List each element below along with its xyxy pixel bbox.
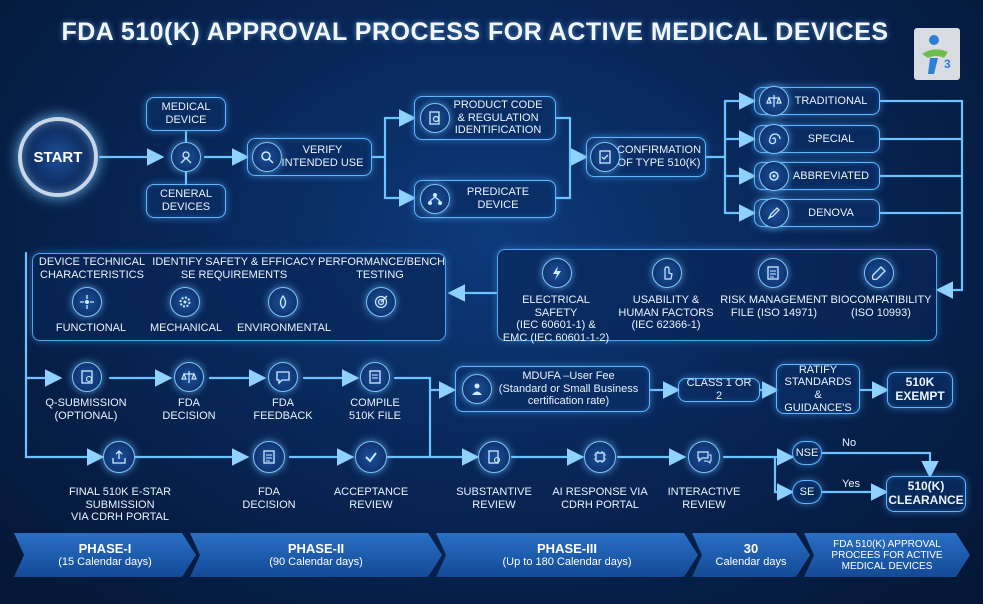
technical-characteristics-header: DEVICE TECHNICAL CHARACTERISTICS (38, 256, 146, 281)
ai-response-label: AI RESPONSE VIA CDRH PORTAL (552, 486, 648, 511)
compile-file-label: COMPILE 510k FILE (349, 397, 401, 422)
fda-feedback-label: FDA FEEDBACK (253, 397, 313, 422)
phase-3-name: PHASE-III (537, 540, 597, 556)
risk-document-icon (758, 258, 788, 288)
product-code-label: PRODUCT CODE & REGULATION IDENTIFICATION (453, 99, 543, 137)
no-label: No (842, 437, 857, 449)
se-node[interactable]: SE (792, 480, 822, 504)
phase-summary-banner: FDA 510(K) APPROVAL PROCEES FOR ACTIVE M… (804, 533, 970, 577)
mechanical-gear-icon (170, 287, 200, 317)
class-label: CLASS 1 OR 2 (686, 377, 752, 402)
nse-node[interactable]: NSE (792, 441, 822, 465)
phase-2-days: (90 Calendar days) (269, 555, 363, 568)
substantive-review-label: SUBSTANTIVE REVIEW (456, 486, 532, 511)
upload-inbox-icon (103, 441, 135, 473)
mdufa-label: MDUFA –User Fee (Standard or Small Busin… (498, 370, 639, 408)
phase-3-days: (Up to 180 Calendar days) (502, 555, 632, 568)
q-submission-label: Q-SUBMISSION (OPTIONAL) (45, 397, 127, 422)
verify-label: VERIFY INTENDED USE (281, 144, 364, 169)
fda-decision-label-1: FDA DECISION (162, 397, 216, 422)
phase-3-banner: PHASE-III (Up to 180 Calendar days) (436, 533, 698, 577)
phase-1-banner: PHASE-I (15 Calendar days) (14, 533, 196, 577)
compile-file-icon (360, 362, 390, 392)
test-tube-icon (864, 258, 894, 288)
functional-icon (72, 287, 102, 317)
decision-scales-icon (174, 362, 204, 392)
fda-decision-label-2: FDA DECISION (242, 486, 296, 511)
type-denova-label: DENOVA (808, 206, 854, 219)
clearance-label: 510(K) CLEARANCE (888, 479, 964, 507)
ai-chip-icon (584, 441, 616, 473)
scales-icon (759, 86, 789, 116)
phase-1-name: PHASE-I (78, 540, 132, 556)
clearance-box[interactable]: 510(K) CLEARANCE (886, 476, 966, 512)
lightning-icon (542, 258, 572, 288)
acceptance-review-label: ACCEPTANCE REVIEW (333, 486, 409, 511)
type-special-label: SPECIAL (807, 132, 855, 145)
feedback-chat-icon (268, 362, 298, 392)
ratify-standards-box[interactable]: RATIFY STANDARDS & GUIDANCE'S (776, 364, 860, 414)
user-fee-icon (462, 374, 492, 404)
confirmation-label: CONFIRMATION OF TYPE 510(K) (616, 144, 702, 169)
final-submission-label: FINAL 510k E-STAR SUBMISSION VIA CDRH PO… (68, 486, 172, 524)
hand-touch-icon (652, 258, 682, 288)
electrical-safety-label: ELECTRICAL SAFETY (IEC 60601-1) & EMC (I… (502, 294, 610, 344)
se-label: SE (799, 485, 815, 498)
ratify-label: RATIFY STANDARDS & GUIDANCE'S (784, 363, 852, 414)
decision-document-icon (253, 441, 285, 473)
phase-2-banner: PHASE-II (90 Calendar days) (190, 533, 442, 577)
device-hub-icon (171, 142, 201, 172)
medical-device-box[interactable]: MEDICAL DEVICE (146, 97, 226, 131)
phase-4-banner: 30 Calendar days (692, 533, 810, 577)
phase-summary-text: FDA 510(K) APPROVAL PROCEES FOR ACTIVE M… (831, 538, 943, 572)
checklist-icon (590, 142, 620, 172)
biocompatibility-label: BIOCOMPATIBILITY (ISO 10993) (830, 294, 932, 319)
standards-panel (497, 249, 937, 341)
company-logo: 3 (914, 28, 960, 80)
type-traditional-label: TRADITIONAL (794, 94, 868, 107)
nse-label: NSE (795, 446, 819, 459)
target-icon (366, 287, 396, 317)
spiral-icon (759, 124, 789, 154)
general-devices-label: CENERAL DEVICES (160, 188, 212, 213)
predicate-label: PREDICATE DEVICE (466, 186, 530, 211)
yes-label: Yes (842, 478, 860, 490)
start-label: START (33, 148, 83, 166)
checkmark-icon (355, 441, 387, 473)
interactive-chat-icon (688, 441, 720, 473)
class-box[interactable]: CLASS 1 OR 2 (678, 377, 760, 402)
general-devices-box[interactable]: CENERAL DEVICES (146, 184, 226, 218)
medical-device-label: MEDICAL DEVICE (161, 101, 211, 126)
review-document-icon (478, 441, 510, 473)
environment-drop-icon (268, 287, 298, 317)
page-title: FDA 510(K) APPROVAL PROCESS FOR ACTIVE M… (61, 18, 889, 46)
phase-4-days: Calendar days (715, 555, 787, 568)
exempt-box[interactable]: 510K EXEMPT (887, 372, 953, 408)
risk-management-label: RISK MANAGEMENT FILE (ISO 14971) (720, 294, 828, 319)
phase-2-name: PHASE-II (287, 540, 345, 556)
svg-text:3: 3 (944, 57, 951, 71)
exempt-label: 510K EXEMPT (895, 375, 945, 403)
phase-4-name: 30 (743, 540, 759, 556)
gear-document-icon (759, 161, 789, 191)
start-node[interactable]: START (18, 117, 98, 197)
network-icon (420, 184, 450, 214)
type-abbreviated-label: ABBREVIATED (792, 169, 870, 182)
search-document-icon (420, 103, 450, 133)
performance-testing-header: PERFORMANCE/BENCH TESTING (318, 256, 446, 281)
q-submission-icon (72, 362, 102, 392)
pen-icon (759, 198, 789, 228)
environmental-label: ENVIRONMENTAL (237, 322, 331, 334)
phase-1-days: (15 Calendar days) (58, 555, 152, 568)
mechanical-label: MECHANICAL (149, 322, 223, 334)
functional-label: FUNCTIONAL (55, 322, 127, 334)
interactive-review-label: INTERACTIVE REVIEW (667, 486, 741, 511)
safety-efficacy-header: IDENTIFY SAFETY & EFFICACY SE REQUIREMEN… (152, 256, 316, 281)
usability-label: USABILITY & HUMAN FACTORS (IEC 62366-1) (618, 294, 714, 332)
magnifier-icon (252, 142, 282, 172)
